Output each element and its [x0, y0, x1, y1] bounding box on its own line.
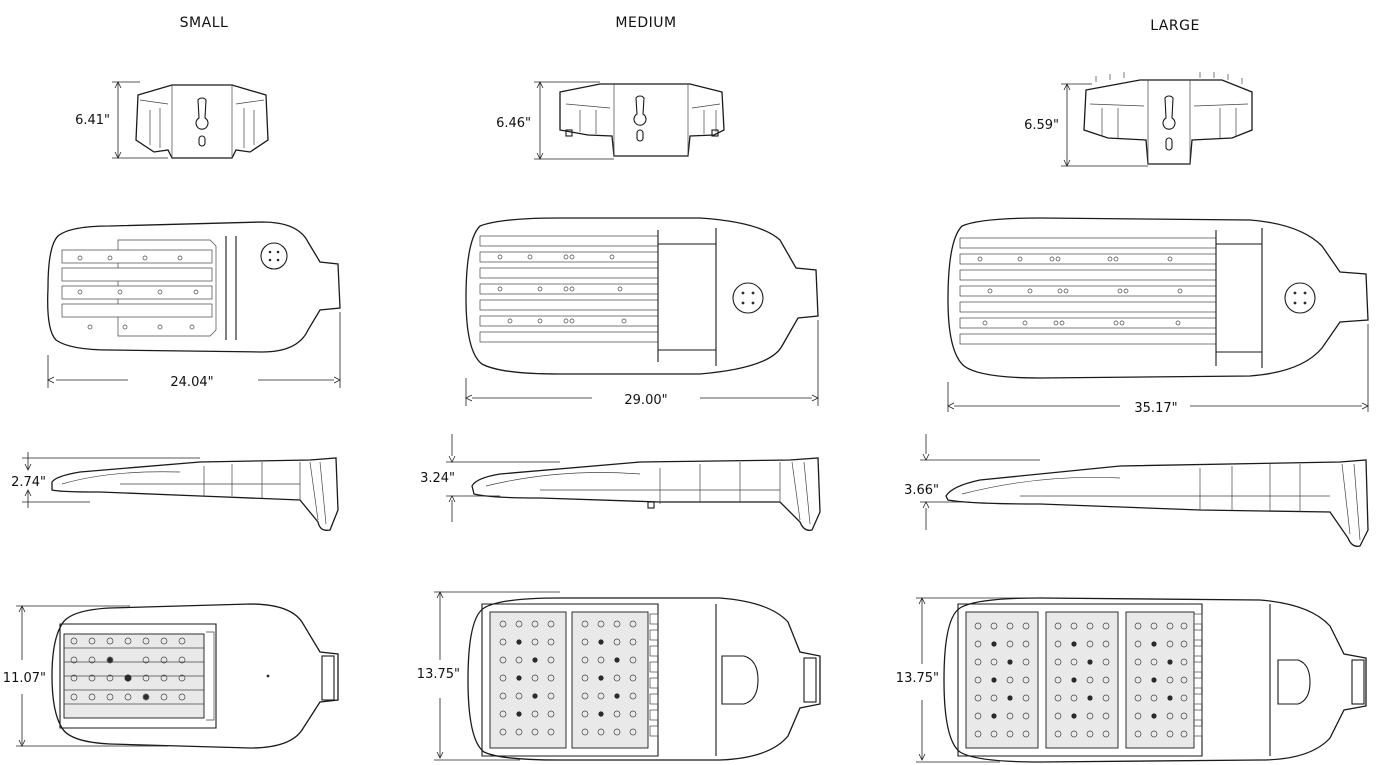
large-width-label: 13.75" — [896, 671, 939, 686]
large-mount-height-label: 6.59" — [1024, 118, 1059, 133]
small-length-label: 24.04" — [170, 375, 213, 390]
medium-profile-height-label: 3.24" — [420, 471, 455, 486]
medium-mount-end-view — [534, 81, 725, 160]
large-length-label: 35.17" — [1134, 401, 1177, 416]
heading-medium: MEDIUM — [615, 15, 676, 31]
medium-bottom-view — [434, 591, 821, 761]
heading-small: SMALL — [180, 15, 229, 31]
large-mount-end-view — [1061, 72, 1253, 167]
large-bottom-view — [916, 597, 1367, 763]
small-profile-height-label: 2.74" — [11, 475, 46, 490]
large-side-view — [920, 434, 1369, 547]
small-mount-end-view — [112, 81, 269, 159]
medium-top-view — [465, 217, 819, 406]
medium-mount-height-label: 6.46" — [496, 116, 531, 131]
small-side-view — [22, 452, 339, 531]
small-width-label: 11.07" — [3, 671, 46, 686]
medium-width-label: 13.75" — [417, 667, 460, 682]
small-mount-height-label: 6.41" — [75, 113, 110, 128]
medium-side-view — [446, 434, 821, 531]
small-bottom-view — [16, 603, 339, 749]
large-profile-height-label: 3.66" — [904, 483, 939, 498]
medium-length-label: 29.00" — [624, 393, 667, 408]
heading-large: LARGE — [1150, 18, 1200, 34]
large-top-view — [947, 217, 1369, 412]
small-top-view — [47, 221, 341, 388]
